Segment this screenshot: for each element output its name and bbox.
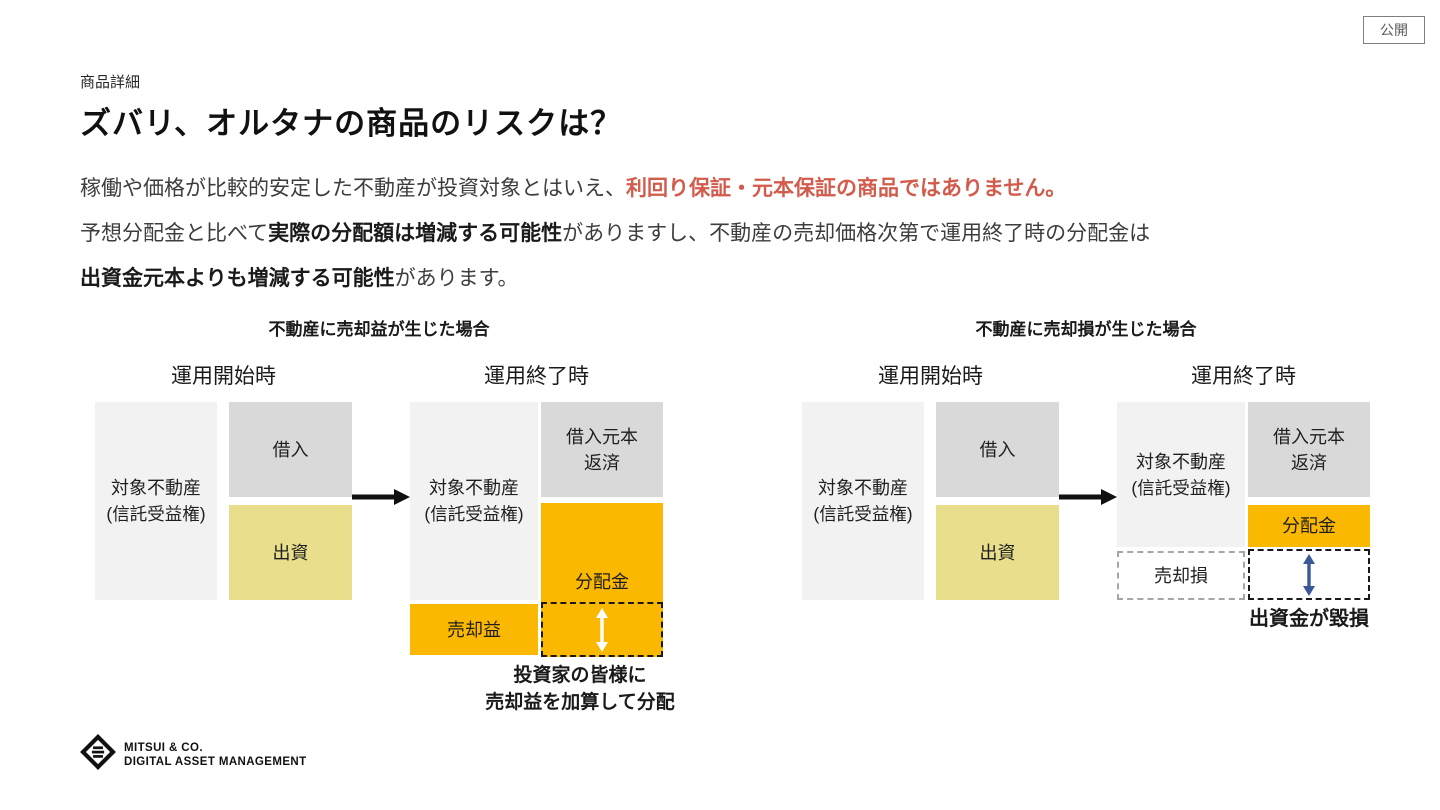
intro-paragraph: 稼働や価格が比較的安定した不動産が投資対象とはいえ、利回り保証・元本保証の商品で… (80, 166, 1370, 301)
diagram-loss-title: 不動産に売却損が生じた場合 (975, 320, 1197, 339)
mitsui-mark-icon (80, 734, 116, 775)
white-double-arrow-icon (543, 604, 661, 655)
risk-warning-text: 利回り保証・元本保証の商品ではありません。 (626, 177, 1067, 200)
diagram-loss-equity-box: 出資 (936, 505, 1059, 600)
diagram-gain-caption: 投資家の皆様に 売却益を加算して分配 (485, 665, 675, 713)
diagram-gain-distribution-box: 分配金 (541, 503, 663, 602)
diagram-gain-end-property-box: 対象不動産 (信託受益権) (410, 402, 538, 600)
diagram-loss-start-property-box: 対象不動産 (信託受益権) (802, 402, 924, 600)
company-logo: MITSUI & CO. DIGITAL ASSET MANAGEMENT (80, 734, 307, 775)
page-title: ズバリ、オルタナの商品のリスクは？ (80, 106, 623, 141)
diagram-gain-title: 不動産に売却益が生じた場合 (268, 320, 490, 339)
right-arrow-icon (1059, 487, 1117, 507)
diagram-loss-caption: 出資金が毀損 (1249, 608, 1369, 630)
diagram-loss-loan-box: 借入 (936, 402, 1059, 497)
blue-double-arrow-icon (1250, 551, 1368, 598)
diagram-gain-delta-box (541, 602, 663, 657)
right-arrow-icon (352, 487, 410, 507)
intro-line-2: 予想分配金と比べて実際の分配額は増減する可能性がありますし、不動産の売却価格次第… (80, 222, 1151, 245)
diagram-loss-loan-repayment-box: 借入元本 返済 (1248, 402, 1370, 497)
public-badge: 公開 (1363, 16, 1425, 44)
intro-line-1: 稼働や価格が比較的安定した不動産が投資対象とはいえ、利回り保証・元本保証の商品で… (80, 177, 1067, 200)
public-badge-label: 公開 (1380, 22, 1408, 38)
diagram-loss-phase-start-label: 運用開始時 (878, 365, 983, 388)
diagram-loss-end-property-box: 対象不動産 (信託受益権) (1117, 402, 1245, 547)
diagram-loss-distribution-box: 分配金 (1248, 505, 1370, 547)
diagram-gain-sale-gain-box: 売却益 (410, 604, 538, 655)
eyebrow: 商品詳細 (80, 74, 141, 91)
logo-text: MITSUI & CO. DIGITAL ASSET MANAGEMENT (124, 741, 307, 768)
diagram-gain-phase-start-label: 運用開始時 (171, 365, 276, 388)
diagram-gain-loan-repayment-box: 借入元本 返済 (541, 402, 663, 497)
diagram-loss-delta-box (1248, 549, 1370, 600)
diagram-gain-loan-box: 借入 (229, 402, 352, 497)
diagram-loss-phase-end-label: 運用終了時 (1191, 365, 1296, 388)
diagram-gain-phase-end-label: 運用終了時 (484, 365, 589, 388)
diagram-gain-start-property-box: 対象不動産 (信託受益権) (95, 402, 217, 600)
intro-line-3: 出資金元本よりも増減する可能性があります。 (80, 267, 519, 290)
diagram-gain-equity-box: 出資 (229, 505, 352, 600)
diagram-loss-sale-loss-box: 売却損 (1117, 551, 1245, 600)
